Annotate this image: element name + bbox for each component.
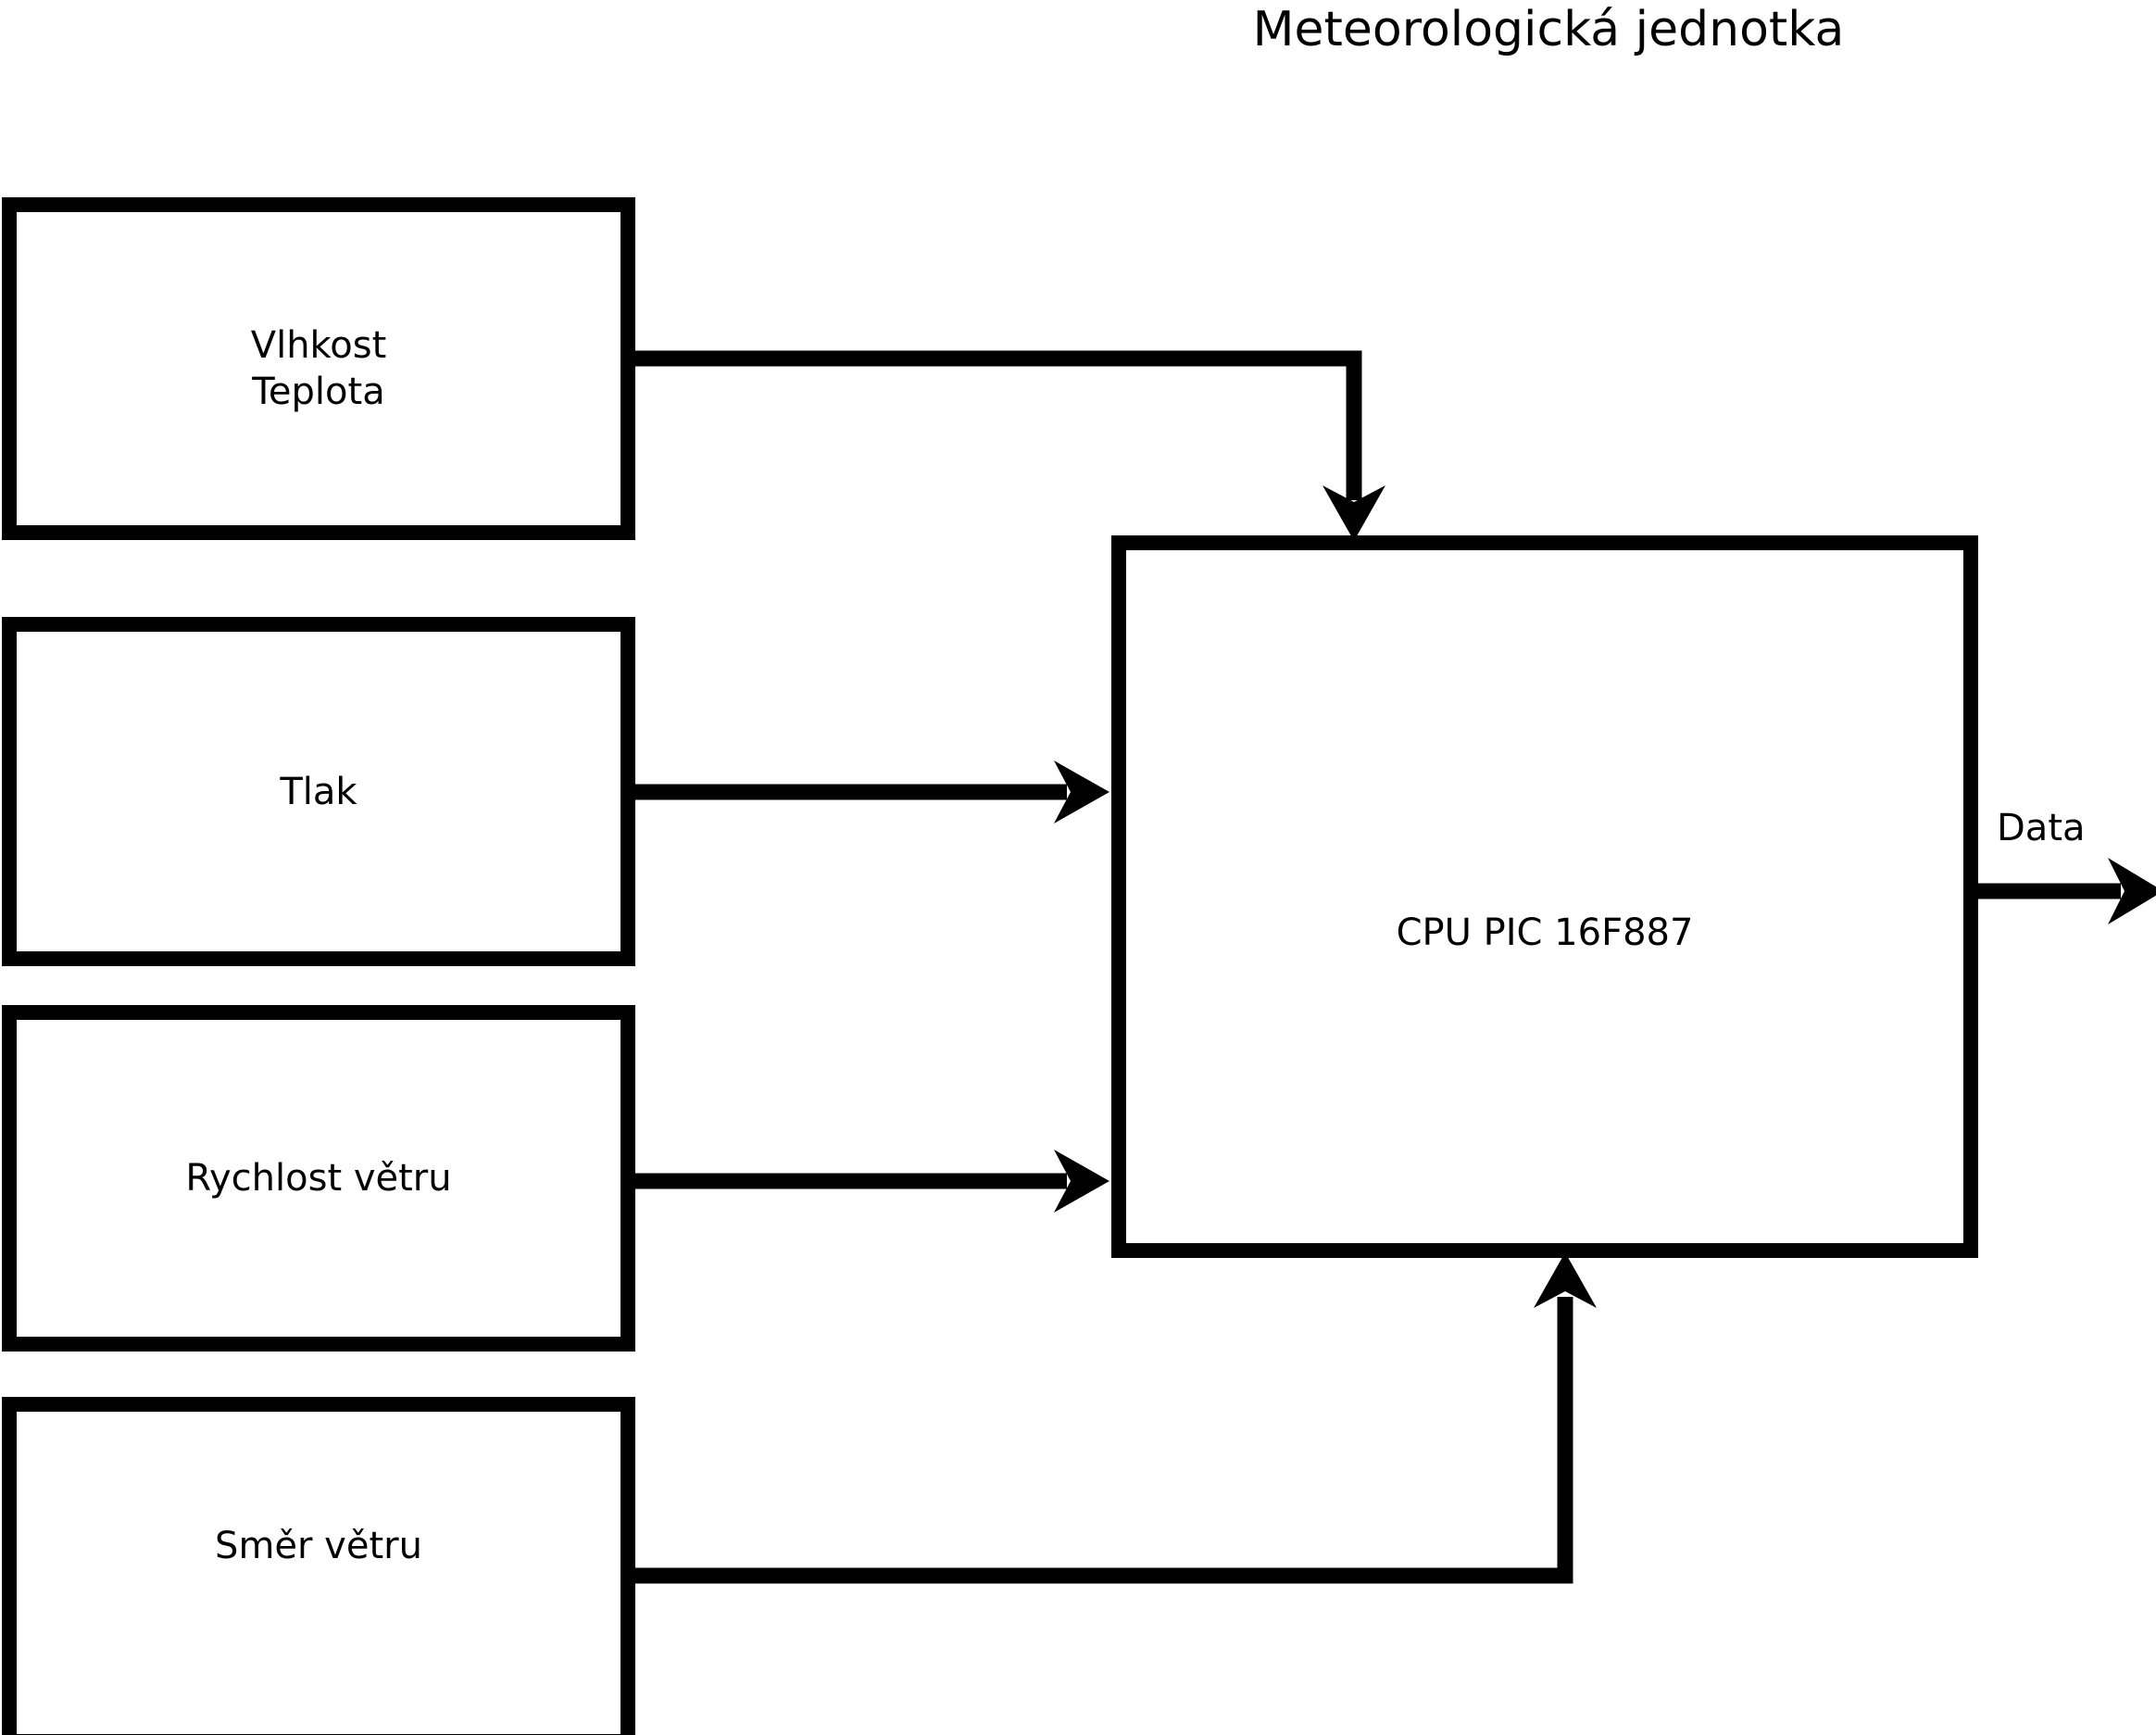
arrowhead-right-icon xyxy=(1054,1150,1109,1213)
block-wind-speed[interactable]: Rychlost větru xyxy=(2,1005,635,1352)
block-label-pressure: Tlak xyxy=(280,770,357,813)
block-cpu[interactable]: CPU PIC 16F887 xyxy=(1111,535,1978,1258)
edge-humidity-temperature-to-cpu xyxy=(628,350,1385,541)
arrowhead-right-icon xyxy=(1054,761,1109,823)
block-label-line-humidity: Vlhkost xyxy=(250,324,387,367)
output-label-data: Data xyxy=(1997,807,2086,849)
block-label-line-temperature: Teplota xyxy=(252,371,385,413)
diagram-title-wrap: Meteorologická jednotka xyxy=(1159,2,1937,57)
edge-pressure-to-cpu xyxy=(628,761,1109,823)
block-wind-direction[interactable]: Směr větru xyxy=(2,1397,635,1735)
block-label-wind-direction: Směr větru xyxy=(215,1525,422,1567)
page-title: Meteorologická jednotka xyxy=(1252,2,1845,57)
edge-wind-speed-to-cpu xyxy=(628,1150,1109,1213)
arrowhead-down-icon xyxy=(1322,485,1385,541)
block-pressure[interactable]: Tlak xyxy=(2,617,635,966)
arrowhead-right-icon xyxy=(2108,858,2156,924)
block-label-cpu: CPU PIC 16F887 xyxy=(1396,912,1694,954)
edge-cpu-to-data-output xyxy=(1971,858,2156,924)
edge-wind-direction-to-cpu xyxy=(628,1252,1597,1584)
block-label-wind-speed: Rychlost větru xyxy=(185,1157,452,1200)
arrowhead-up-icon xyxy=(1534,1252,1597,1308)
